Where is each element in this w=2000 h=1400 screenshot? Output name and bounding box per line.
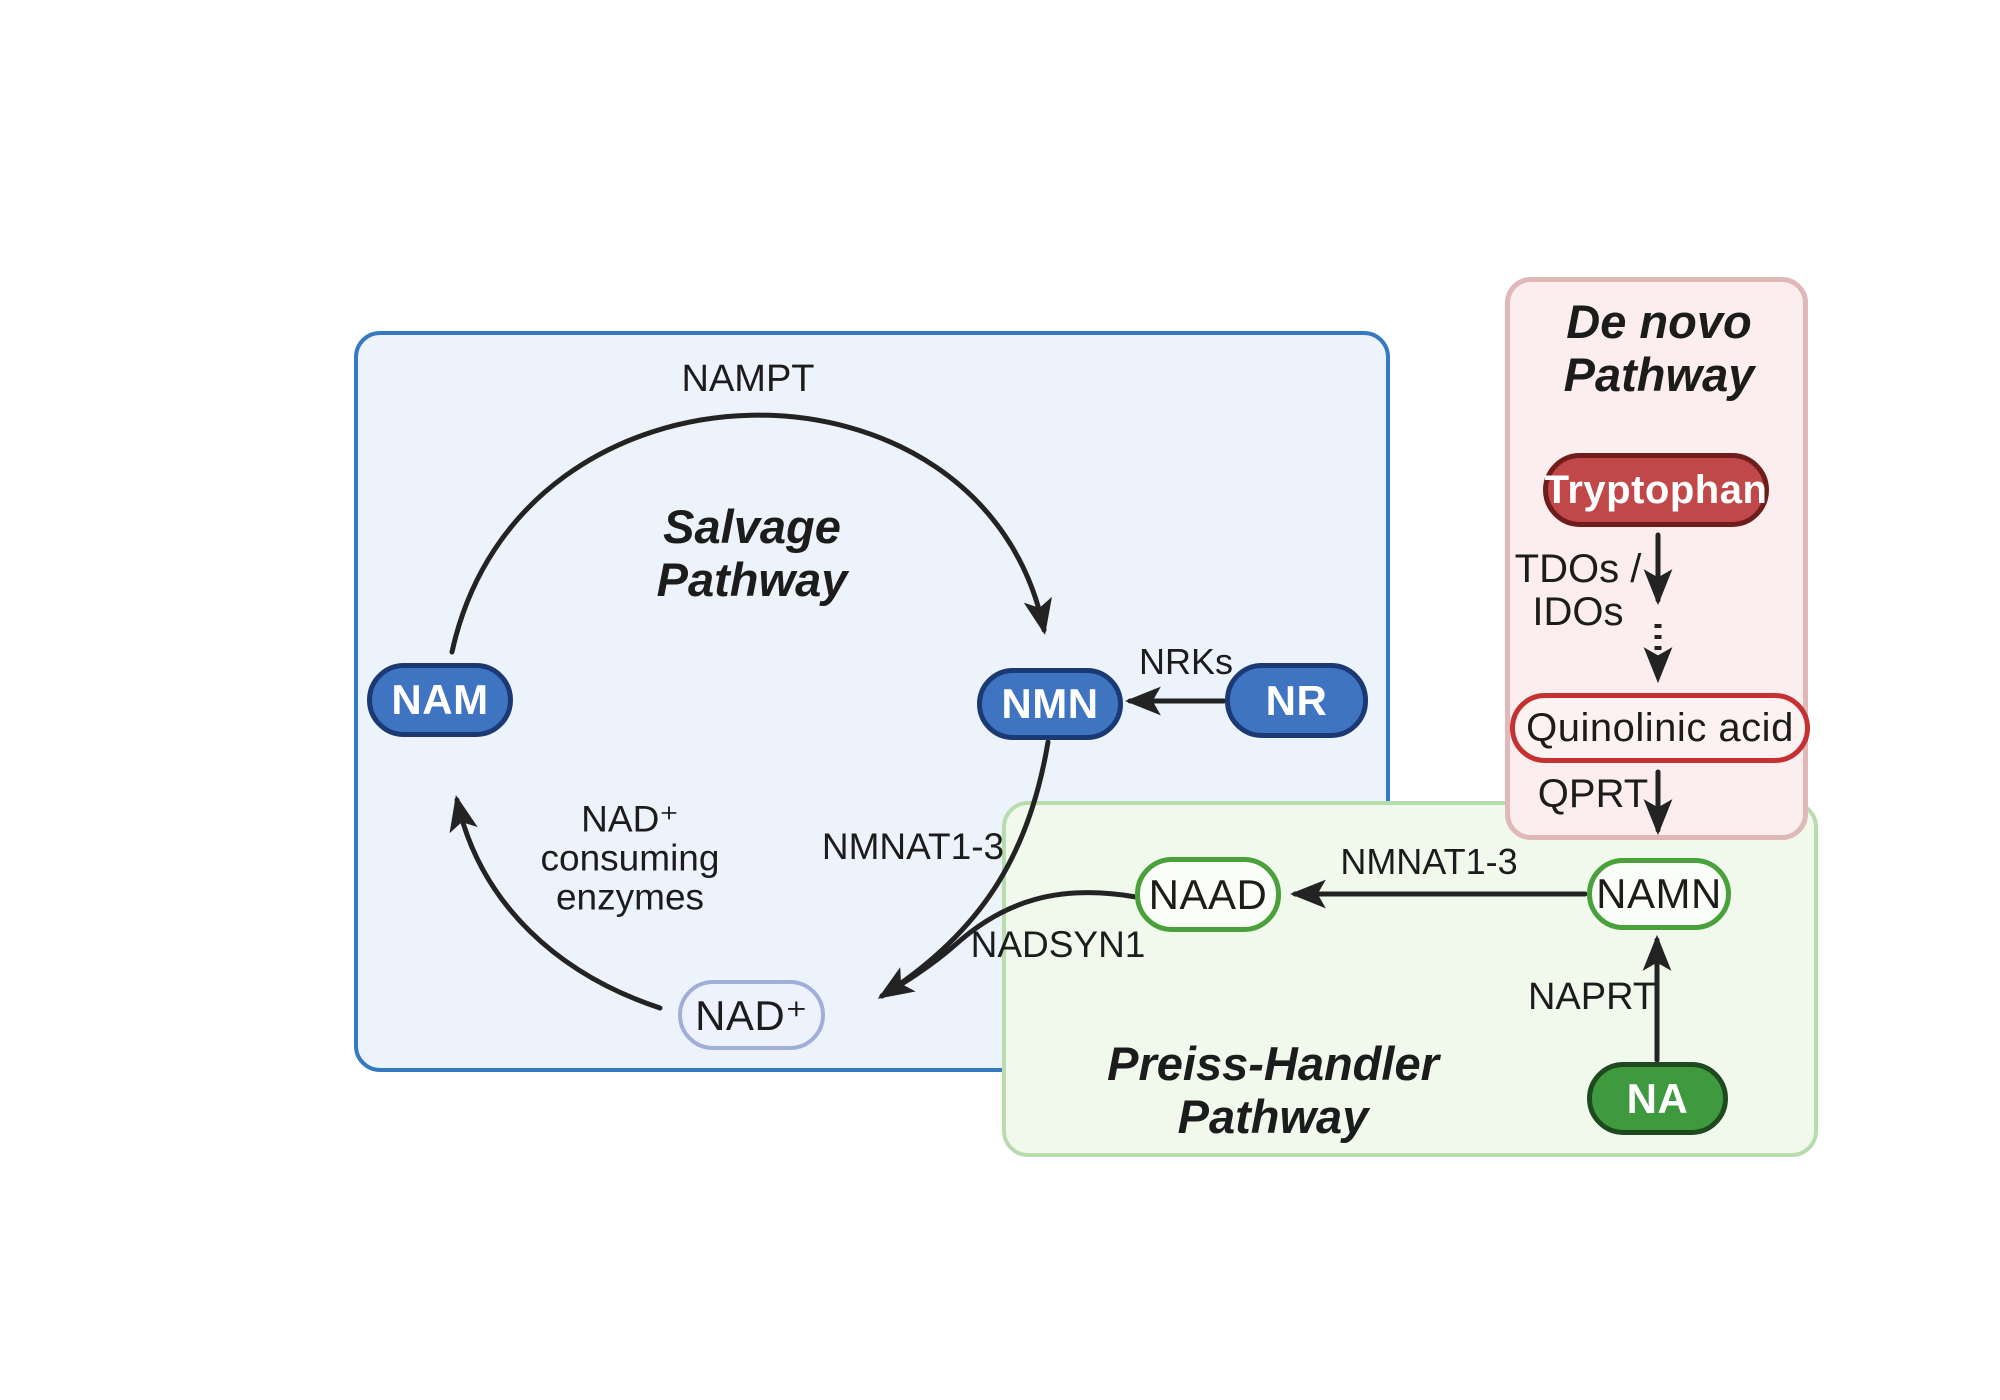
node-namn-label: NAMN [1596, 870, 1722, 917]
node-nad-label: NAD⁺ [695, 991, 808, 1039]
preiss-handler-title-line1: Preiss-Handler [1107, 1037, 1439, 1090]
node-nmn: NMN [977, 668, 1123, 740]
node-na: NA [1587, 1062, 1728, 1135]
preiss-handler-title-line2: Pathway [1177, 1090, 1369, 1143]
label-nad-consuming-line1: NAD⁺ [581, 798, 679, 840]
node-nmn-label: NMN [1001, 680, 1099, 727]
label-idos-line2: IDOs [1532, 590, 1624, 634]
preiss-handler-pathway-title: Preiss-Handler Pathway [1107, 1037, 1439, 1143]
label-nampt: NAMPT [681, 358, 815, 400]
label-tdos-line1: TDOs / [1514, 547, 1642, 591]
node-nad: NAD⁺ [678, 980, 825, 1050]
label-nad-consuming-line2: consuming [540, 837, 720, 879]
label-nadsyn1: NADSYN1 [970, 924, 1146, 965]
node-tryptophan: Tryptophan [1543, 453, 1769, 527]
label-nad-consuming-line3: enzymes [555, 876, 705, 918]
node-na-label: NA [1626, 1074, 1689, 1122]
de-novo-title-line1: De novo [1566, 295, 1752, 348]
de-novo-pathway-title: De novo Pathway [1564, 295, 1755, 401]
label-tdos-idos: TDOs / IDOs [1515, 548, 1642, 634]
node-naad: NAAD [1135, 857, 1281, 932]
label-nmnat-preiss-handler: NMNAT1-3 [1340, 841, 1518, 882]
salvage-title-line1: Salvage [663, 500, 841, 553]
label-nrks: NRKs [1138, 641, 1234, 682]
node-tryptophan-label: Tryptophan [1544, 467, 1768, 512]
node-quinolinic-acid: Quinolinic acid [1510, 693, 1810, 763]
label-qprt: QPRT [1537, 772, 1649, 816]
de-novo-title-line2: Pathway [1563, 348, 1755, 401]
node-nr-label: NR [1265, 676, 1328, 724]
node-quinolinic-acid-label: Quinolinic acid [1526, 705, 1794, 750]
salvage-title-line2: Pathway [656, 553, 848, 606]
label-nad-consuming-enzymes: NAD⁺ consuming enzymes [541, 800, 720, 917]
salvage-pathway-title: Salvage Pathway [657, 500, 848, 606]
label-naprt: NAPRT [1527, 976, 1657, 1018]
node-namn: NAMN [1587, 858, 1731, 930]
node-nam-label: NAM [391, 676, 489, 723]
node-naad-label: NAAD [1148, 870, 1268, 918]
node-nam: NAM [367, 663, 513, 737]
label-nmnat-salvage: NMNAT1-3 [821, 826, 1005, 867]
node-nr: NR [1225, 663, 1368, 738]
